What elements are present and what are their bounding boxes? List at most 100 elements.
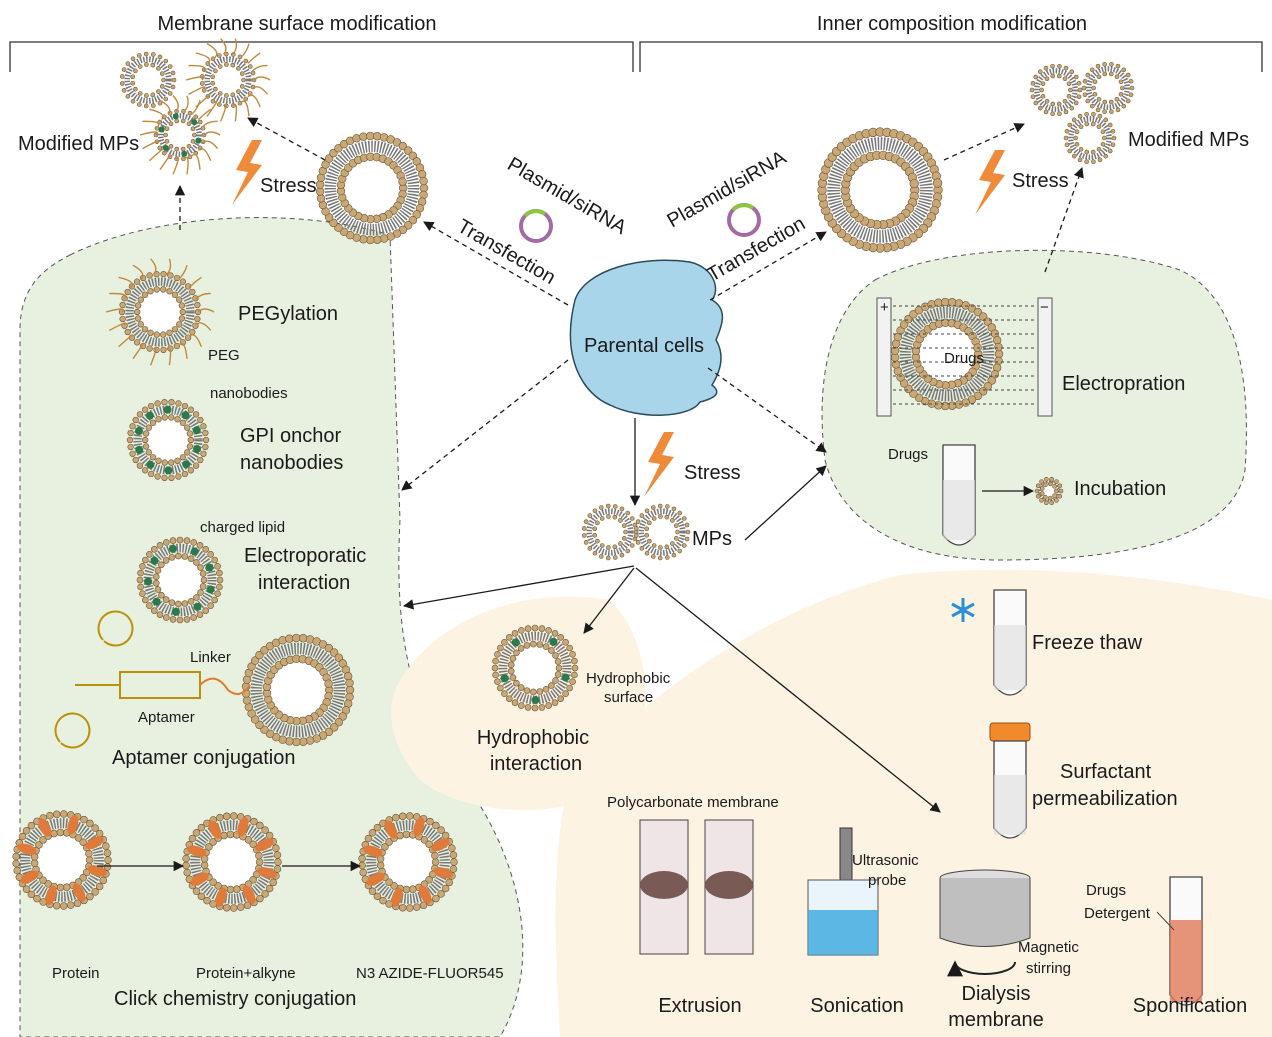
aptamer-conjugation-label: Aptamer conjugation [112, 747, 295, 769]
aptamer-loop [97, 610, 134, 647]
electroporation-vesicle [890, 297, 1004, 411]
modified-mps-right: Modified MPs [1128, 129, 1249, 151]
parental-cells-label: Parental cells [584, 335, 704, 357]
tube-incubation [942, 444, 976, 546]
transfected-cell-vesicle [315, 131, 429, 245]
stress-label-right: Stress [1012, 170, 1069, 192]
modified-mps-left: Modified MPs [18, 133, 139, 155]
extrusion-label: Extrusion [658, 995, 741, 1017]
n3-label: N3 AZIDE-FLUOR545 [356, 965, 504, 982]
electroporatic-label-2: interaction [258, 572, 350, 594]
charged-lipid-label: charged lipid [200, 519, 285, 536]
incubation-label: Incubation [1074, 478, 1166, 500]
electroporatic-label-1: Electroporatic [244, 545, 366, 567]
modified-mp-vesicle [119, 51, 177, 109]
arrow [744, 465, 827, 541]
stress-bolt-icon [975, 150, 1005, 215]
detergent-label: Detergent [1084, 905, 1151, 922]
stress-label-left: Stress [260, 175, 317, 197]
tube-surfactant [989, 722, 1031, 839]
transfection-left-label: Transfection [454, 215, 560, 289]
electrode-plus [876, 297, 892, 417]
section-title-membrane: Membrane surface modification [157, 13, 436, 35]
surfactant-label-2: permeabilization [1032, 788, 1178, 810]
hydrophobic-surface-1: Hydrophobic [586, 670, 671, 687]
polycarbonate-label: Polycarbonate membrane [607, 794, 779, 811]
magnetic-label-2: stirring [1026, 960, 1071, 977]
membrane-region-bg [19, 217, 524, 1037]
incubation-vesicle [1034, 477, 1064, 505]
sonication-label: Sonication [810, 995, 903, 1017]
arrow [402, 565, 635, 610]
aptamer-structure [75, 671, 201, 699]
protein-alkyne-label: Protein+alkyne [196, 965, 296, 982]
tube-sponification [1169, 876, 1203, 1006]
minus-sign: − [1040, 299, 1049, 316]
mp-vesicle [633, 503, 691, 561]
arrow [709, 231, 827, 301]
modified-mp-vesicle [139, 95, 221, 175]
modified-mp-vesicle [1063, 111, 1117, 165]
plasmid-icon [523, 209, 547, 218]
ultrasonic-label-2: probe [868, 872, 906, 889]
right-bracket [639, 41, 1263, 72]
hydrophobic-title-2: interaction [490, 753, 582, 775]
arrow [1044, 167, 1084, 273]
modified-mp-vesicle [1029, 63, 1083, 117]
arrow [707, 367, 827, 453]
electrode-minus [1037, 297, 1053, 417]
transfection-right-label: Transfection [704, 213, 810, 287]
tube-freeze [993, 589, 1027, 696]
drugs-tube-label: Drugs [888, 446, 928, 463]
arrow [583, 567, 635, 634]
snowflake-icon [951, 598, 975, 622]
arrow [401, 359, 569, 491]
aptamer-vesicle [241, 633, 355, 747]
aptamer-label: Aptamer [138, 709, 195, 726]
dialysis-cup [939, 878, 1031, 947]
stress-bolt-icon [644, 432, 674, 497]
aptamer-loop [54, 712, 91, 749]
transfected-cell-vesicle [817, 127, 943, 253]
arrow [247, 117, 326, 161]
gpi-vesicle [126, 399, 210, 481]
linker-label: Linker [190, 649, 231, 666]
freeze-thaw-label: Freeze thaw [1032, 632, 1143, 654]
modified-mp-vesicle [1081, 61, 1135, 115]
electroporation-label: Electropration [1062, 373, 1185, 395]
arrow [635, 567, 941, 813]
left-bracket [9, 41, 634, 72]
mps-label: MPs [692, 528, 732, 550]
magnetic-label-1: Magnetic [1018, 939, 1079, 956]
surfactant-label-1: Surfactant [1060, 761, 1152, 783]
sponification-label: Sponification [1133, 995, 1248, 1017]
gpi-label-1: GPI onchor [240, 425, 342, 447]
pegylation-label: PEGylation [238, 303, 338, 325]
click-chemistry-label: Click chemistry conjugation [114, 988, 356, 1010]
stress-label-mid: Stress [684, 462, 741, 484]
drugs-label: Drugs [1086, 882, 1126, 899]
section-title-inner: Inner composition modification [817, 13, 1087, 35]
parental-cell [569, 259, 723, 416]
linker-strand [199, 677, 251, 695]
drugs-inside-label: Drugs [944, 350, 984, 367]
peg-label: PEG [208, 347, 240, 364]
hydrophobic-surface-2: surface [604, 689, 653, 706]
dialysis-label-2: membrane [948, 1009, 1044, 1031]
pegylation-vesicle [105, 258, 215, 366]
hydrophobic-title-1: Hydrophobic [477, 727, 589, 749]
protein-label: Protein [52, 965, 100, 982]
electroporatic-vesicle [136, 536, 224, 624]
mp-vesicle [581, 503, 639, 561]
hydrophobic-vesicle [491, 624, 579, 712]
dialysis-label-1: Dialysis [962, 983, 1031, 1005]
ultrasonic-label-1: Ultrasonic [852, 852, 919, 869]
stress-bolt-icon [232, 140, 262, 205]
nanobodies-small-label: nanobodies [210, 385, 288, 402]
arrow [943, 123, 1025, 161]
hydrophobic-region-bg [391, 596, 646, 810]
plasmid-icon [731, 203, 755, 212]
gpi-label-2: nanobodies [240, 452, 343, 474]
